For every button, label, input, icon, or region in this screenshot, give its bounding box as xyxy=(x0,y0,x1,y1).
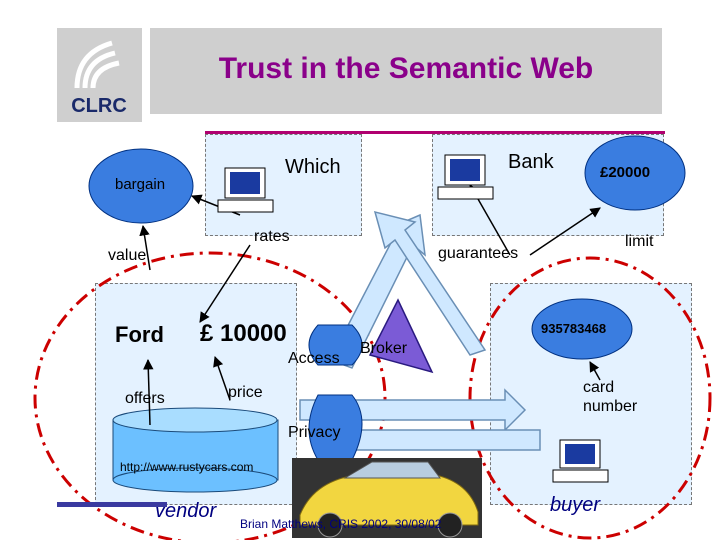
slide-footer: Brian Matthews, CRIS 2002, 30/08/02 xyxy=(240,517,442,531)
bank-computer-icon xyxy=(437,154,494,200)
which-label: Which xyxy=(285,156,341,178)
ford-label: Ford xyxy=(115,322,164,347)
vendor-label: vendor xyxy=(155,500,217,522)
privacy-label: Privacy xyxy=(288,424,341,441)
card-number-label: card number xyxy=(583,379,638,415)
rates-label: rates xyxy=(254,228,290,245)
car-image xyxy=(292,458,482,538)
broker-label: Broker xyxy=(360,340,408,357)
value-label: value xyxy=(108,247,147,264)
broker-shape xyxy=(368,298,434,374)
bank-label: Bank xyxy=(508,151,554,173)
buyer-trust-circle xyxy=(468,256,712,540)
clrc-logo-icon: CLRC xyxy=(71,40,127,117)
title-background xyxy=(150,28,662,114)
limit-amount-label: £20000 xyxy=(600,164,651,181)
vendor-card-number-label: 935783468 xyxy=(541,321,607,336)
logo-text: CLRC xyxy=(71,95,127,117)
buyer-computer-icon xyxy=(552,439,609,483)
guarantees-label: guarantees xyxy=(438,245,519,262)
slide-title: Trust in the Semantic Web xyxy=(218,52,594,85)
vendor-trust-circle xyxy=(33,251,387,540)
price-label: price xyxy=(228,384,263,401)
footer-bar xyxy=(57,502,167,507)
vendor-database xyxy=(112,407,279,493)
bargain-label: bargain xyxy=(115,176,166,193)
relation-arrows xyxy=(139,184,601,426)
price-amount-label: £ 10000 xyxy=(200,320,287,347)
card-number-node xyxy=(531,298,633,360)
which-computer-icon xyxy=(217,167,274,213)
limit-label: limit xyxy=(625,233,654,250)
limit-amount-node xyxy=(584,135,686,211)
divider-bar xyxy=(205,131,665,134)
url-label: http://www.rustycars.com xyxy=(120,460,254,474)
access-label: Access xyxy=(288,350,340,367)
buyer-label: buyer xyxy=(550,494,601,516)
access-shape xyxy=(308,324,363,366)
clrc-logo: CLRC xyxy=(57,28,142,122)
offers-label: offers xyxy=(125,390,165,407)
bargain-node xyxy=(88,148,194,224)
